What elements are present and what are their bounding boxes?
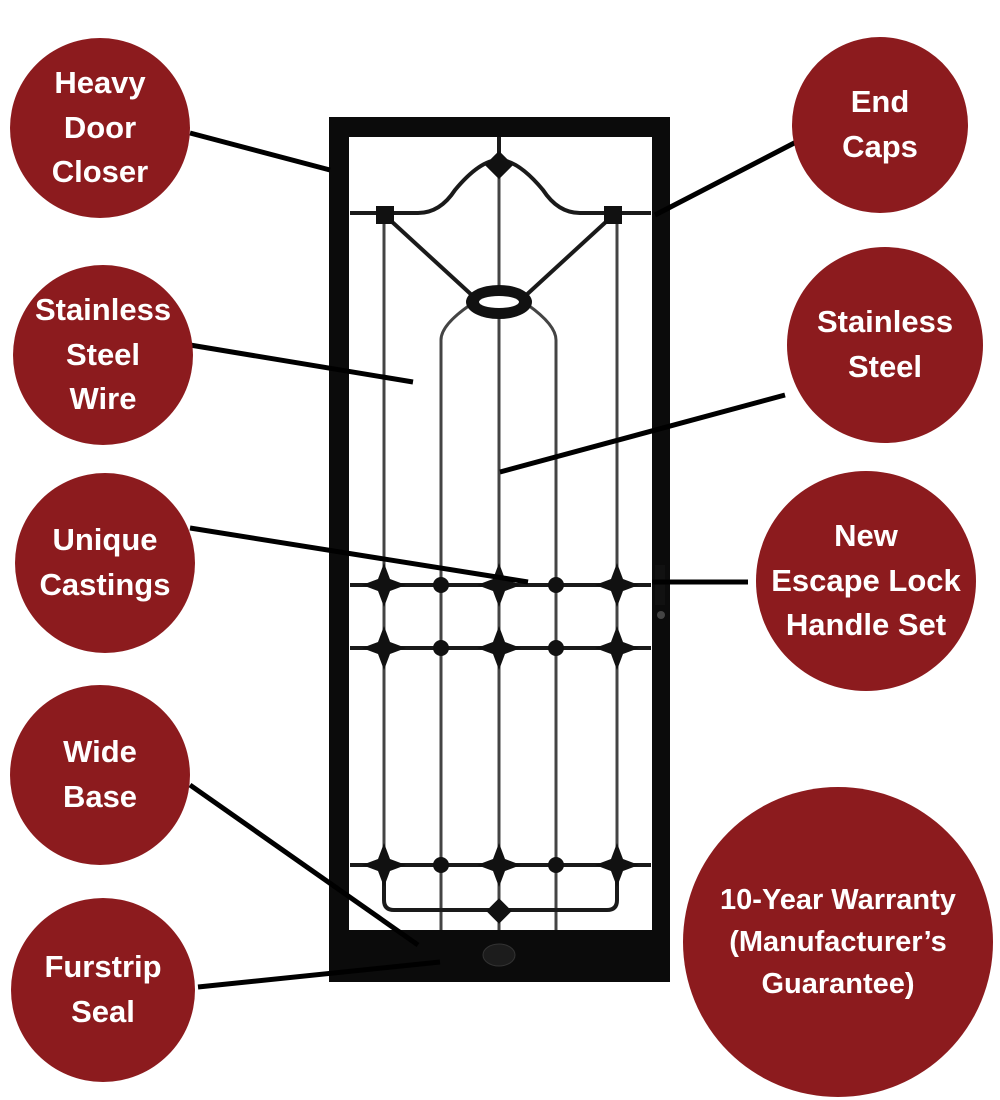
callout-label: New Escape Lock Handle Set — [771, 517, 961, 643]
cross-casting — [595, 843, 639, 887]
round-casting — [548, 577, 564, 593]
castings — [362, 150, 665, 967]
leader-lines — [188, 130, 802, 990]
round-casting — [433, 577, 449, 593]
cross-casting — [595, 563, 639, 607]
callout-heavy-door-closer: Heavy Door Closer — [10, 38, 190, 218]
cross-casting — [477, 563, 521, 607]
callout-label: Stainless Steel Wire — [34, 291, 172, 417]
cross-casting — [362, 563, 406, 607]
door-grille — [350, 137, 651, 930]
cross-casting — [362, 843, 406, 887]
callout-label: 10-Year Warranty (Manufacturer’s Guarant… — [720, 883, 956, 1001]
callout-label: Unique Castings — [39, 522, 171, 602]
callout-stainless-steel: Stainless Steel — [787, 247, 983, 443]
callout-label: Heavy Door Closer — [51, 64, 149, 190]
callout-label: End Caps — [842, 84, 918, 164]
callout-end-caps: End Caps — [792, 37, 968, 213]
callout-unique-castings: Unique Castings — [15, 473, 195, 653]
cross-casting — [477, 626, 521, 670]
callout-label: Stainless Steel — [816, 304, 954, 384]
round-casting — [433, 857, 449, 873]
callout-stainless-steel-wire: Stainless Steel Wire — [13, 265, 193, 445]
callout-furstrip-seal: Furstrip Seal — [11, 898, 195, 1082]
callout-warranty: 10-Year Warranty (Manufacturer’s Guarant… — [683, 787, 993, 1097]
cross-casting — [595, 626, 639, 670]
round-casting — [433, 640, 449, 656]
callout-label: Furstrip Seal — [44, 949, 162, 1029]
callout-escape-lock: New Escape Lock Handle Set — [756, 471, 976, 691]
callout-wide-base: Wide Base — [10, 685, 190, 865]
round-casting — [548, 857, 564, 873]
callout-label: Wide Base — [62, 734, 138, 814]
cross-casting — [362, 626, 406, 670]
cross-casting — [477, 843, 521, 887]
round-casting — [548, 640, 564, 656]
